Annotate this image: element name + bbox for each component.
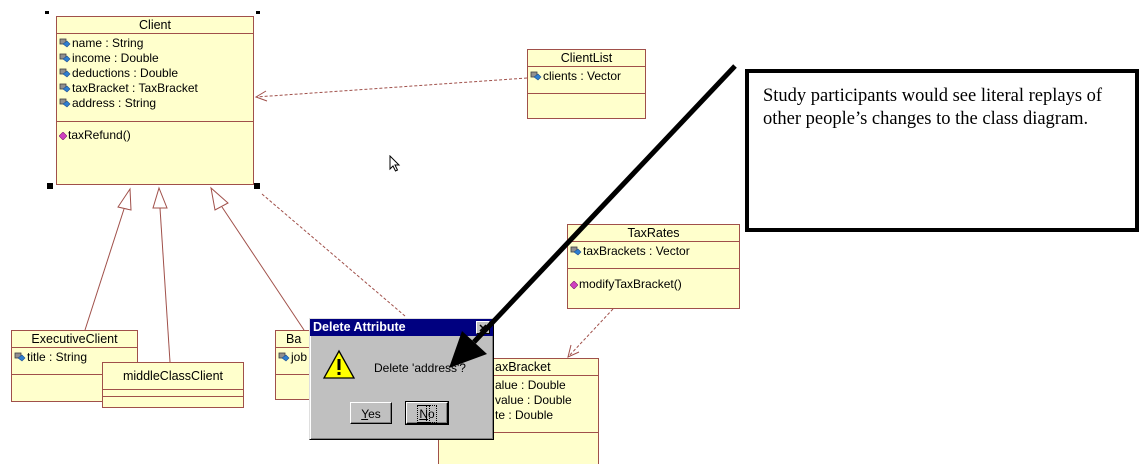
selection-handle-bottom-left[interactable] <box>47 183 53 189</box>
delete-attribute-dialog: Delete Attribute Delete 'address'? Yes N… <box>309 318 494 440</box>
operation-row[interactable]: modifyTaxBracket() <box>570 277 737 292</box>
attribute-row[interactable]: job <box>278 350 332 365</box>
operation-label: taxRefund() <box>68 128 131 142</box>
yes-button-mnemonic: Y <box>361 407 369 421</box>
association-clientlist-client <box>255 77 528 98</box>
operation-section: taxRefund() <box>57 122 253 145</box>
association-arrowhead <box>254 90 268 102</box>
attribute-label: income : Double <box>72 51 159 65</box>
attribute-row[interactable]: name : String <box>59 36 251 51</box>
no-button-mnemonic: N <box>417 405 430 423</box>
attribute-label: name : String <box>72 36 144 50</box>
attribute-row[interactable]: income : Double <box>59 51 251 66</box>
attribute-section: taxBrackets : Vector <box>568 242 739 269</box>
attribute-label: address : String <box>72 96 157 110</box>
operation-label: modifyTaxBracket() <box>579 277 682 291</box>
no-button-label-wrap: No <box>417 405 437 423</box>
attribute-label: taxBrackets : Vector <box>583 244 690 258</box>
generalization-ba <box>221 206 305 331</box>
attribute-icon <box>59 68 71 78</box>
attribute-section <box>103 390 243 397</box>
operation-icon <box>570 280 578 289</box>
yes-button[interactable]: Yes <box>350 402 392 424</box>
attribute-section: clients : Vector <box>528 67 645 94</box>
association-client-taxbracket <box>261 193 406 317</box>
attribute-row[interactable]: alue : Double <box>495 378 596 393</box>
class-name: Client <box>57 17 253 34</box>
callout-text: Study participants would see literal rep… <box>763 86 1103 129</box>
class-middleclassclient[interactable]: middleClassClient <box>102 362 244 408</box>
attribute-icon <box>14 352 26 362</box>
attribute-row[interactable]: address : String <box>59 96 251 111</box>
dialog-title-bar: Delete Attribute <box>310 319 493 336</box>
attribute-icon <box>59 98 71 108</box>
class-name: middleClassClient <box>103 363 243 390</box>
attribute-row[interactable]: value : Double <box>495 393 596 408</box>
attribute-section: alue : Double value : Double te : Double <box>439 376 598 433</box>
close-button[interactable] <box>476 321 490 334</box>
attribute-row[interactable]: taxBracket : TaxBracket <box>59 81 251 96</box>
attribute-row[interactable]: te : Double <box>495 408 596 423</box>
operation-section: modifyTaxBracket() <box>568 269 739 294</box>
generalization-middleclass <box>159 207 171 363</box>
attribute-icon <box>278 352 290 362</box>
attribute-label: deductions : Double <box>72 66 179 80</box>
operation-section <box>528 94 645 98</box>
generalization-triangle <box>210 186 229 211</box>
selection-handle-bottom-right[interactable] <box>254 183 260 189</box>
attribute-icon <box>59 83 71 93</box>
no-button[interactable]: No <box>405 401 449 425</box>
yes-button-label: es <box>368 407 381 421</box>
generalization-triangle <box>117 187 132 211</box>
class-taxrates[interactable]: TaxRates taxBrackets : Vector modifyTaxB… <box>567 224 740 309</box>
attribute-icon <box>570 246 582 256</box>
attribute-row[interactable]: deductions : Double <box>59 66 251 81</box>
attribute-label: taxBracket : TaxBracket <box>72 81 198 95</box>
dialog-message: Delete 'address'? <box>374 361 466 375</box>
attribute-label: alue : Double <box>495 378 566 392</box>
class-name: axBracket <box>439 359 598 376</box>
no-button-label: o <box>426 405 437 423</box>
class-name: ExecutiveClient <box>12 331 137 348</box>
class-client[interactable]: Client name : String income : Double ded… <box>56 16 254 185</box>
close-icon <box>479 324 487 332</box>
selection-handle-top-left[interactable] <box>45 11 49 14</box>
attribute-label: title : String <box>27 350 88 364</box>
generalization-triangle <box>152 186 168 209</box>
attribute-icon <box>530 71 542 81</box>
warning-icon <box>322 349 356 379</box>
operation-icon <box>59 131 67 140</box>
attribute-icon <box>59 53 71 63</box>
attribute-label: te : Double <box>495 408 554 422</box>
association-taxrates-taxbracket <box>567 308 614 358</box>
attribute-label: job <box>291 350 308 364</box>
generalization-executive <box>84 208 125 331</box>
selection-handle-top-right[interactable] <box>256 11 260 14</box>
attribute-row[interactable]: taxBrackets : Vector <box>570 244 737 259</box>
class-name: TaxRates <box>568 225 739 242</box>
attribute-label: value : Double <box>495 393 572 407</box>
dialog-title: Delete Attribute <box>313 320 406 334</box>
annotation-callout: Study participants would see literal rep… <box>745 69 1139 232</box>
attribute-row[interactable]: clients : Vector <box>530 69 643 84</box>
attribute-icon <box>59 38 71 48</box>
class-clientlist[interactable]: ClientList clients : Vector <box>527 49 646 119</box>
operation-section <box>103 397 243 405</box>
attribute-section: name : String income : Double deductions… <box>57 34 253 122</box>
attribute-section: job <box>276 348 334 375</box>
attribute-row[interactable]: title : String <box>14 350 135 365</box>
attribute-label: clients : Vector <box>543 69 622 83</box>
attribute-section: title : String <box>12 348 137 375</box>
mouse-cursor-icon <box>389 155 401 172</box>
operation-row[interactable]: taxRefund() <box>59 128 251 143</box>
class-name: Ba <box>276 331 334 348</box>
class-name: ClientList <box>528 50 645 67</box>
association-arrowhead <box>567 344 580 358</box>
